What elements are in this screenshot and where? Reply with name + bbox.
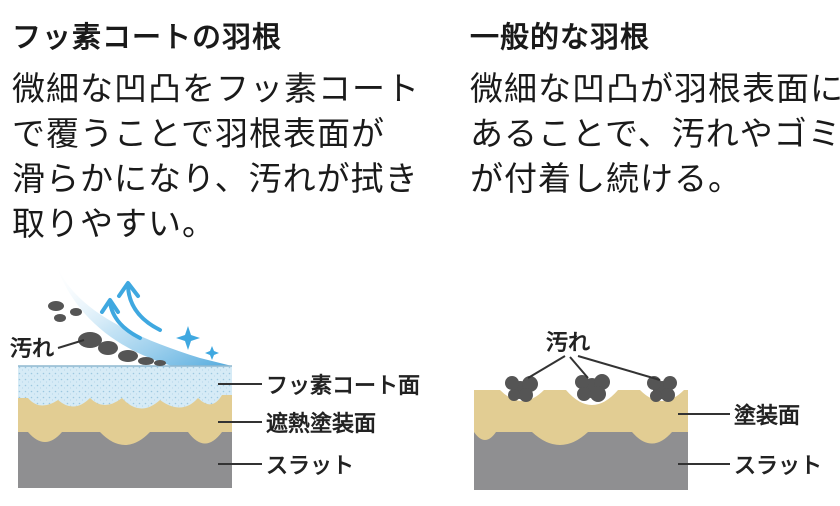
airflow-swoosh [55,262,232,366]
description-line: 滑らかになり、汚れが拭き [12,159,419,198]
lift-arrows [100,281,162,340]
sparkle-icon [176,326,219,360]
fluorine-blade-title: フッ素コートの羽根 [12,20,283,54]
standard-cross-section: 汚れ 塗装面 スラット [474,331,822,490]
dirt-particles [505,374,677,402]
description-line: 微細な凹凸をフッ素コート [12,69,420,108]
paint-label: 塗装面 [734,403,800,429]
dirt-label: 汚れ [10,337,54,362]
dirt-label: 汚れ [546,331,590,356]
fluorine-blade-description: 微細な凹凸をフッ素コート で覆うことで羽根表面が 滑らかになり、汚れが拭き 取り… [12,66,420,246]
fluorine-coat-label: フッ素コート面 [266,373,420,399]
standard-blade-title: 一般的な羽根 [470,20,651,54]
description-line: 微細な凹凸が羽根表面に [470,69,840,108]
dirt-particles [48,301,166,366]
slat-label: スラット [266,454,354,479]
fluorine-coat-layer [18,366,232,409]
description-line: が付着し続ける。 [470,159,742,198]
description-line: あることで、汚れやゴミ [470,114,840,153]
standard-blade-description: 微細な凹凸が羽根表面に あることで、汚れやゴミ が付着し続ける。 [470,66,840,201]
description-line: 取りやすい。 [12,204,216,243]
description-line: で覆うことで羽根表面が [12,114,386,153]
dirt-pointer-lines [527,355,661,381]
paint-layer [474,390,688,445]
slat-label: スラット [734,454,822,479]
fluorine-cross-section: 汚れ フッ素コート面 遮熱塗装面 スラット [10,262,420,488]
heat-shield-label: 遮熱塗装面 [266,411,376,437]
